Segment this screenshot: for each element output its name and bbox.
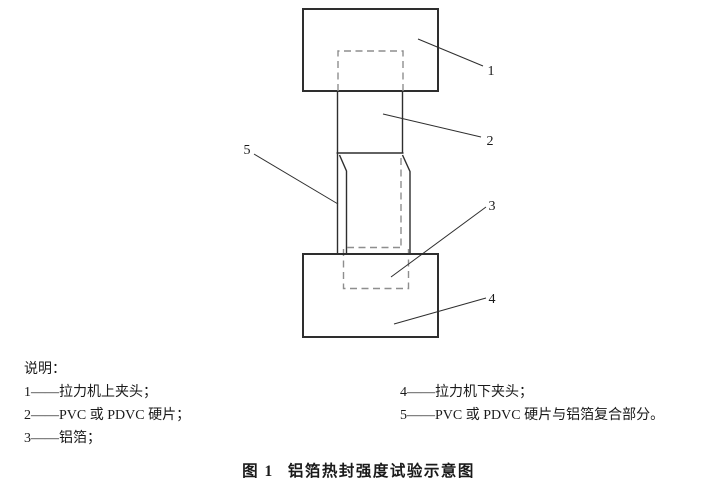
diagram-label-5: 5 (244, 143, 251, 158)
foil-dashed-upper (337, 50, 404, 91)
diagram-label-1: 1 (488, 64, 495, 79)
leader-line-2 (382, 113, 482, 138)
legend-item-4: 4——拉力机下夹头； (400, 385, 533, 400)
figure-caption: 图 1 铝箔热封强度试验示意图 (0, 459, 717, 481)
composite-right-edge (401, 154, 411, 254)
diagram-label-2: 2 (487, 134, 494, 149)
legend-item-3: 3——铝箔； (24, 431, 101, 446)
leader-line-1 (417, 38, 484, 67)
legend-item-2: 2——PVC 或 PDVC 硬片； (24, 408, 191, 423)
figure-number: 图 1 (242, 463, 274, 480)
legend-left-column: 说明： 1——拉力机上夹头； 2——PVC 或 PDVC 硬片； 3——铝箔； (24, 358, 190, 450)
composite-left-inner-edge (338, 154, 348, 254)
legend-item-5: 5——PVC 或 PDVC 硬片与铝箔复合部分。 (400, 408, 665, 423)
legend-title: 说明： (24, 362, 66, 377)
diagram-label-3: 3 (489, 199, 496, 214)
legend-right-column: 4——拉力机下夹头； 5——PVC 或 PDVC 硬片与铝箔复合部分。 (400, 381, 664, 427)
upper-clamp-rect (302, 8, 439, 92)
legend-item-1: 1——拉力机上夹头； (24, 385, 157, 400)
diagram-label-4: 4 (489, 292, 496, 307)
foil-dashed-lower (342, 249, 410, 290)
leader-line-4 (393, 297, 487, 325)
heat-seal-test-diagram: 1 2 3 4 5 (244, 8, 496, 338)
leader-line-3 (390, 206, 487, 278)
leader-line-5 (253, 153, 339, 205)
figure-title: 铝箔热封强度试验示意图 (287, 463, 475, 480)
lower-clamp-rect (302, 253, 439, 338)
